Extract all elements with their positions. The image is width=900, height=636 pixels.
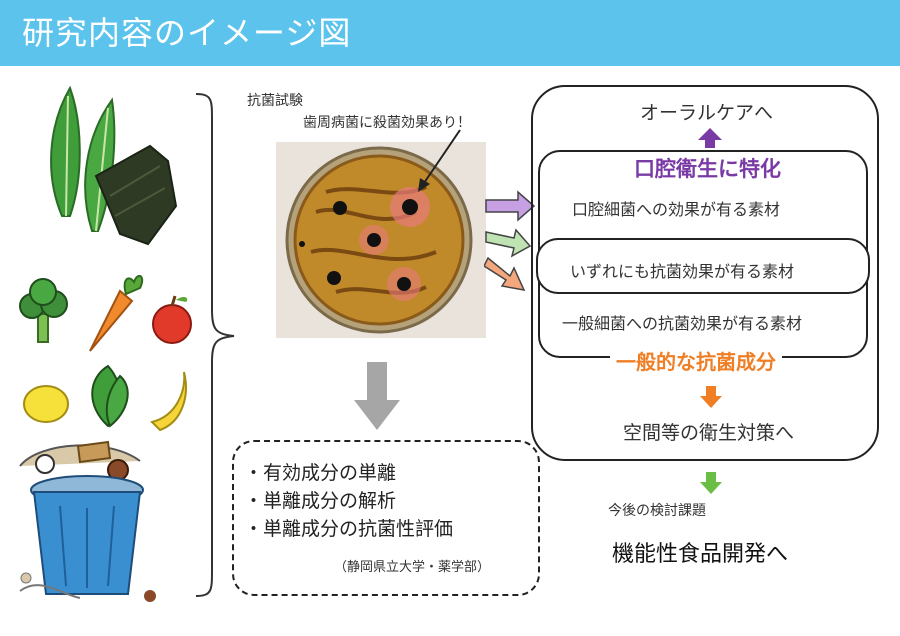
banana-icon [150, 371, 187, 432]
oral-material-item: 口腔細菌への効果が有る素材 [572, 200, 781, 219]
analysis-item: ・有効成分の単離 [244, 462, 397, 484]
oral-hygiene-title: 口腔衛生に特化 [628, 153, 787, 183]
page-title: 研究内容のイメージ図 [22, 14, 352, 52]
result-arrows [484, 190, 536, 291]
food-waste-bin-icon [19, 440, 156, 602]
arrow-orange-icon [484, 256, 526, 291]
antibacterial-test-label: 抗菌試験 [247, 93, 303, 109]
apple-icon [152, 295, 192, 344]
future-topics-label: 今後の検討課題 [608, 503, 706, 519]
green-down-arrow-icon [700, 472, 722, 494]
analysis-item: ・単離成分の解析 [244, 490, 397, 512]
spinach-icon [91, 364, 129, 428]
oral-care-target: オーラルケアへ [640, 102, 774, 124]
general-material-item: 一般細菌への抗菌効果が有る素材 [562, 314, 803, 333]
common-material-box [536, 238, 870, 294]
analysis-item: ・単離成分の抗菌性評価 [244, 518, 454, 540]
functional-food-title: 機能性食品開発へ [612, 542, 789, 567]
test-annotation: 歯周病菌に殺菌効果あり！ [303, 115, 471, 131]
lemon-icon [23, 385, 69, 423]
arrow-purple-icon [485, 190, 536, 222]
space-hygiene-target: 空間等の衛生対策へ [623, 422, 795, 444]
purple-up-arrow-icon [698, 128, 722, 148]
seaweed-icon [50, 85, 178, 246]
annotation-pointer [418, 129, 461, 192]
carrot-icon [89, 274, 144, 352]
grouping-bracket [195, 93, 235, 597]
gray-down-arrow-icon [354, 362, 400, 430]
orange-down-arrow-icon [700, 386, 722, 408]
food-illustrations [19, 85, 192, 602]
general-antibacterial-title: 一般的な抗菌成分 [610, 346, 782, 375]
analysis-box [232, 440, 540, 596]
credit-text: （静岡県立大学・薬学部） [334, 560, 491, 575]
application-panel [531, 85, 879, 461]
petri-dish-icon [276, 142, 486, 338]
arrow-green-icon [485, 228, 532, 258]
common-material-item: いずれにも抗菌効果が有る素材 [570, 262, 795, 281]
header-bar: 研究内容のイメージ図 [0, 0, 900, 66]
broccoli-icon [19, 278, 68, 343]
